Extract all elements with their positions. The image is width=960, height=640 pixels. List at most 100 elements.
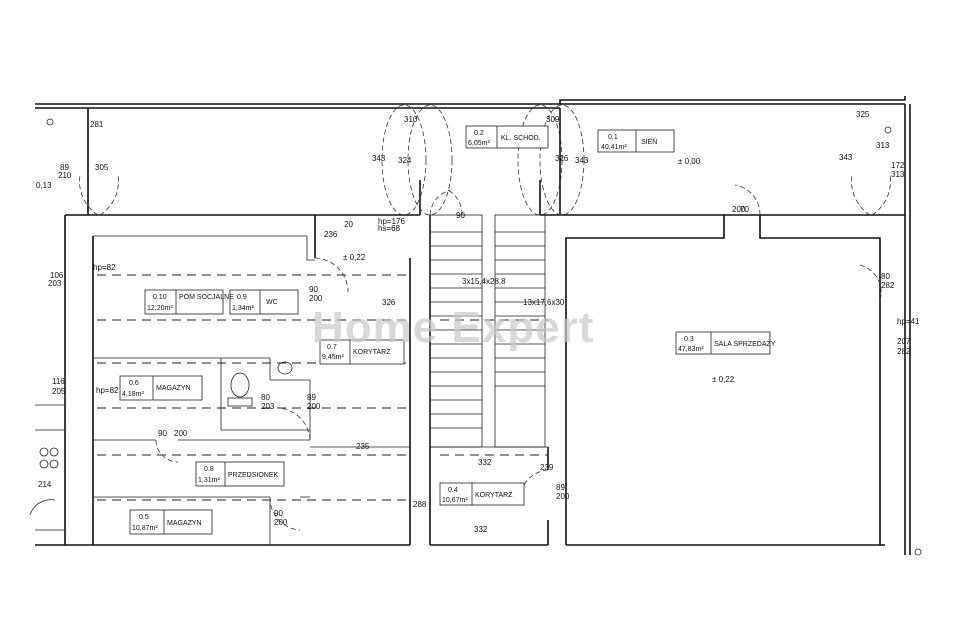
svg-text:313: 313 — [891, 170, 905, 179]
svg-text:90: 90 — [456, 211, 465, 220]
svg-text:282: 282 — [881, 281, 895, 290]
svg-text:0.4: 0.4 — [448, 487, 458, 494]
door-swings — [79, 104, 891, 531]
svg-text:0.2: 0.2 — [474, 130, 484, 137]
svg-text:200: 200 — [274, 518, 288, 527]
svg-text:6,05m²: 6,05m² — [468, 140, 490, 147]
svg-text:324: 324 — [398, 156, 412, 165]
svg-text:KORYTARZ: KORYTARZ — [475, 492, 513, 499]
svg-text:0.9: 0.9 — [237, 294, 247, 301]
svg-text:200: 200 — [732, 205, 746, 214]
svg-text:343: 343 — [575, 156, 589, 165]
svg-text:281: 281 — [90, 120, 104, 129]
svg-text:200: 200 — [174, 429, 188, 438]
room-label-korytarz-1: 0.7 9,45m² KORYTARZ — [319, 339, 405, 365]
svg-text:80: 80 — [881, 272, 890, 281]
svg-text:200: 200 — [556, 492, 570, 501]
svg-text:207: 207 — [897, 337, 911, 346]
corner-mark-icon — [914, 548, 922, 556]
svg-text:90: 90 — [158, 429, 167, 438]
svg-text:203: 203 — [48, 279, 62, 288]
room-label-sala: 0.3 47,83m² SALA SPRZEDAŻY — [675, 331, 776, 355]
svg-text:13x17,6x30: 13x17,6x30 — [523, 298, 565, 307]
svg-text:210: 210 — [58, 171, 72, 180]
svg-text:hs=68: hs=68 — [378, 224, 401, 233]
room-labels: 0.1 40,41m² SIEŃ 0.2 6,05m² KL. SCHOD. 0… — [119, 125, 776, 535]
svg-text:309: 309 — [546, 115, 560, 124]
svg-text:90: 90 — [309, 285, 318, 294]
kitchen-stove-icon — [29, 447, 59, 516]
svg-text:MAGAZYN: MAGAZYN — [167, 520, 202, 527]
svg-text:PRZEDSIONEK: PRZEDSIONEK — [228, 472, 279, 479]
svg-text:89: 89 — [307, 393, 316, 402]
svg-text:hp=176: hp=176 — [378, 217, 405, 226]
svg-text:235: 235 — [356, 442, 370, 451]
svg-text:310: 310 — [404, 115, 418, 124]
corner-mark-icon — [46, 118, 54, 126]
svg-text:0.7: 0.7 — [327, 344, 337, 351]
svg-text:KORYTARZ: KORYTARZ — [353, 349, 391, 356]
svg-text:80: 80 — [261, 393, 270, 402]
corner-mark-icon — [884, 126, 892, 134]
wc-fixtures — [227, 361, 293, 407]
svg-text:9,45m²: 9,45m² — [322, 354, 344, 361]
svg-text:326: 326 — [555, 154, 569, 163]
svg-text:10,67m²: 10,67m² — [442, 497, 468, 504]
svg-text:200: 200 — [309, 294, 323, 303]
walls — [35, 96, 911, 555]
svg-text:SIEŃ: SIEŃ — [641, 137, 657, 146]
svg-text:0.8: 0.8 — [204, 466, 214, 473]
stairs-right — [494, 214, 546, 448]
dimension-labels: 281 305 89 210 0,13 310 343 324 309 326 … — [36, 110, 920, 534]
svg-text:1,34m²: 1,34m² — [232, 305, 254, 312]
svg-text:12,20m²: 12,20m² — [147, 305, 173, 312]
svg-text:3x15,4x28,8: 3x15,4x28,8 — [462, 277, 506, 286]
svg-text:0.10: 0.10 — [153, 294, 167, 301]
level-marks: ± 0,00 ± 0,22 ± 0,22 — [343, 157, 735, 384]
svg-text:SALA SPRZEDAŻY: SALA SPRZEDAŻY — [714, 339, 776, 348]
svg-text:40,41m²: 40,41m² — [601, 144, 627, 151]
svg-text:POM SOCJALNE: POM SOCJALNE — [179, 294, 234, 301]
svg-text:239: 239 — [540, 463, 554, 472]
svg-text:20: 20 — [344, 220, 353, 229]
watermark: Home Expert — [312, 303, 594, 352]
svg-text:0.1: 0.1 — [608, 134, 618, 141]
svg-text:MAGAZYN: MAGAZYN — [156, 385, 191, 392]
svg-text:WC: WC — [266, 299, 278, 306]
svg-text:332: 332 — [478, 458, 492, 467]
svg-text:hp=82: hp=82 — [96, 386, 119, 395]
svg-text:89: 89 — [556, 483, 565, 492]
svg-text:70: 70 — [740, 205, 749, 214]
svg-text:hp=41: hp=41 — [897, 317, 920, 326]
svg-text:hp=82: hp=82 — [93, 263, 116, 272]
level-mark: ± 0,22 — [712, 375, 735, 384]
svg-text:325: 325 — [856, 110, 870, 119]
room-label-klatka: 0.2 6,05m² KL. SCHOD. — [465, 125, 549, 149]
svg-text:0.3: 0.3 — [684, 336, 694, 343]
svg-text:89: 89 — [60, 163, 69, 172]
level-mark: ± 0,00 — [678, 157, 701, 166]
svg-text:1,31m²: 1,31m² — [198, 477, 220, 484]
svg-text:106: 106 — [50, 271, 64, 280]
svg-text:10,87m²: 10,87m² — [132, 525, 158, 532]
svg-text:236: 236 — [324, 230, 338, 239]
svg-text:313: 313 — [876, 141, 890, 150]
svg-text:200: 200 — [307, 402, 321, 411]
svg-text:0,13: 0,13 — [36, 181, 52, 190]
svg-text:4,18m²: 4,18m² — [122, 391, 144, 398]
room-label-sien: 0.1 40,41m² SIEŃ — [597, 129, 675, 153]
room-label-magazyn-1: 0.5 10,87m² MAGAZYN — [129, 509, 213, 535]
room-label-korytarz-2: 0.4 10,67m² KORYTARZ — [439, 482, 525, 506]
svg-text:214: 214 — [38, 480, 52, 489]
svg-text:172: 172 — [891, 161, 905, 170]
room-label-magazyn-2: 0.6 4,18m² MAGAZYN — [119, 375, 203, 401]
svg-text:343: 343 — [839, 153, 853, 162]
svg-text:343: 343 — [372, 154, 386, 163]
room-label-przedsionek: 0.8 1,31m² PRZEDSIONEK — [195, 461, 285, 487]
svg-text:203: 203 — [261, 402, 275, 411]
svg-text:47,83m²: 47,83m² — [678, 346, 704, 353]
svg-text:205: 205 — [52, 387, 66, 396]
hidden-lines — [97, 274, 548, 501]
svg-text:KL. SCHOD.: KL. SCHOD. — [501, 135, 541, 142]
